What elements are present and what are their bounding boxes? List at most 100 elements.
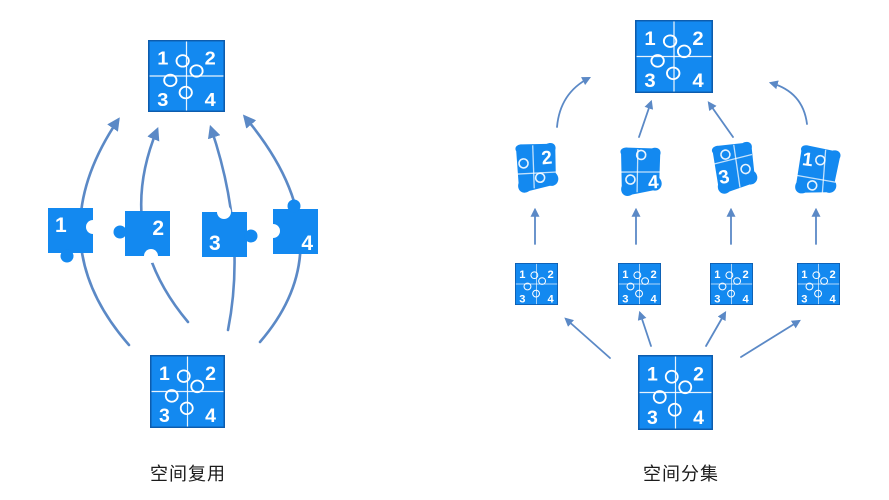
small-puzzle-4: 1 2 3 4 [797, 263, 840, 305]
quadrant-number: 1 [157, 48, 168, 69]
knob-circle [727, 289, 736, 298]
fragment-cut-line [821, 149, 827, 193]
quadrant-number: 1 [159, 364, 170, 385]
knob-circle [635, 289, 644, 298]
quadrant-number: 1 [519, 269, 525, 281]
knob-circle [175, 54, 190, 68]
quadrant-number: 2 [692, 28, 703, 49]
knob-circle [733, 277, 742, 285]
knob-circle [523, 282, 532, 291]
fragment-number: 1 [801, 149, 814, 171]
knob-circle [740, 163, 751, 175]
quadrant-number: 4 [650, 294, 657, 306]
knob-circle [666, 66, 681, 81]
damaged-fragment-4: 1 [795, 145, 841, 194]
quadrant-number: 4 [829, 294, 836, 306]
quadrant-number: 3 [647, 407, 658, 429]
damaged-fragment-3: 3 [711, 141, 758, 194]
quadrant-number: 2 [205, 364, 216, 385]
knob-circle [538, 277, 547, 285]
quadrant-number: 3 [519, 294, 525, 306]
knob-circle [189, 64, 204, 78]
combine-arrow-2 [638, 99, 654, 138]
quadrant-number: 1 [801, 269, 807, 281]
piece-number: 1 [55, 214, 67, 237]
right-top-puzzle: 1 2 3 4 [635, 20, 713, 93]
knob-circle [163, 73, 178, 87]
diversity-split-arrows [564, 310, 801, 359]
quadrant-number: 3 [159, 406, 170, 427]
fragment-cut-line [713, 153, 753, 165]
combine-arrow-1 [556, 76, 591, 128]
fragment-number: 4 [648, 172, 660, 194]
left-bottom-puzzle: 1 2 3 4 [150, 355, 225, 428]
quadrant-number: 3 [157, 90, 168, 111]
quadrant-number: 2 [742, 269, 748, 281]
fragment-number: 2 [541, 147, 554, 169]
quadrant-number: 3 [622, 294, 628, 306]
knob-circle [518, 158, 529, 169]
piece-number: 2 [152, 217, 164, 240]
knob-circle [667, 402, 682, 417]
fragment-group: 4 [620, 147, 662, 197]
quadrant-number: 4 [205, 90, 216, 111]
knob-circle [720, 149, 731, 160]
quadrant-number: 1 [622, 269, 628, 281]
knob-circle [625, 174, 636, 185]
quadrant-number: 2 [205, 48, 216, 69]
split-arrow-3 [705, 311, 727, 347]
quadrant-number: 1 [647, 364, 658, 386]
quadrant-number: 2 [547, 269, 553, 281]
right-diagram-caption: 空间分集 [643, 464, 719, 484]
fragment-body [795, 145, 841, 194]
notch-circle [86, 220, 100, 234]
knob-circle [179, 401, 194, 416]
knob-circle [633, 271, 642, 280]
quadrant-number: 3 [644, 71, 655, 92]
knob-circle [534, 172, 546, 184]
split-arrow-4 [740, 319, 801, 358]
knob-circle [530, 271, 539, 280]
quadrant-number: 2 [693, 364, 704, 386]
fragment-number: 3 [717, 166, 731, 189]
piece-body [125, 211, 170, 256]
knob-circle [652, 390, 667, 404]
combine-arrow-4 [768, 80, 808, 125]
knob-circle [806, 180, 818, 191]
knob-circle [718, 282, 727, 291]
knob-circle [532, 289, 541, 298]
knob-circle [641, 277, 650, 285]
knob-circle [60, 249, 74, 263]
fragment-cut-line [532, 145, 535, 189]
quadrant-number: 2 [829, 269, 835, 281]
puzzle-piece-2: 2 [113, 211, 170, 263]
quadrant-number: 4 [742, 294, 749, 306]
knob-circle [113, 225, 127, 239]
split-arrow-1 [564, 317, 611, 359]
puzzle-piece-4: 4 [266, 199, 318, 255]
puzzle-piece-1: 1 [48, 208, 100, 263]
knob-circle [244, 229, 258, 243]
knob-circle [725, 271, 734, 280]
right-bottom-puzzle: 1 2 3 4 [638, 355, 713, 430]
knob-circle [164, 389, 179, 403]
fragment-cut-line [797, 174, 836, 183]
quadrant-number: 4 [205, 406, 216, 427]
piece-body [273, 209, 318, 254]
knob-circle [820, 277, 829, 285]
knob-circle [176, 369, 191, 383]
piece-number: 3 [209, 232, 221, 255]
diversity-channel-arrows [530, 207, 821, 245]
quadrant-number: 3 [801, 294, 807, 306]
small-puzzle-2: 1 2 3 4 [618, 263, 661, 305]
piece-body [202, 212, 247, 257]
left-diagram-caption: 空间复用 [150, 464, 226, 484]
fragment-cut-line [517, 171, 557, 175]
fragment-group: 3 [711, 141, 758, 194]
small-puzzle-3: 1 2 3 4 [710, 263, 753, 305]
fragment-cut-line [636, 149, 639, 193]
fragment-group: 1 [795, 145, 841, 194]
puzzle-piece-3: 3 [202, 205, 258, 257]
